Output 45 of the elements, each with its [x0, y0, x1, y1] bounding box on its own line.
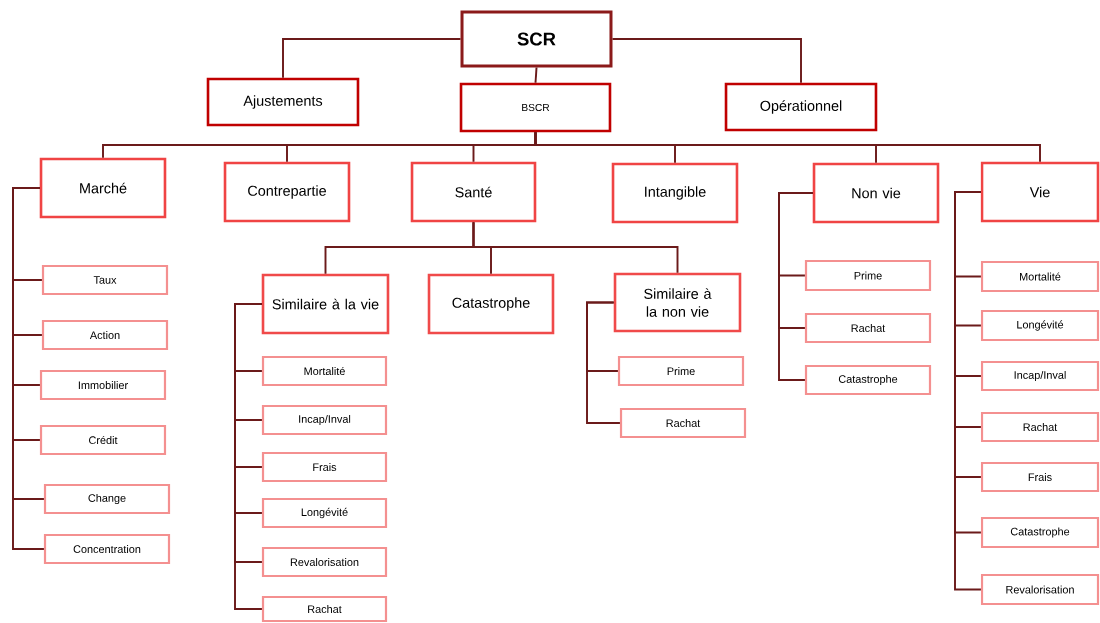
sub-module-box: Frais [261, 451, 388, 483]
connector [778, 192, 814, 381]
sub-module-box: Change [43, 483, 171, 515]
sub-module-box: Mortalité [261, 355, 388, 387]
risk-module-box: Intangible [611, 162, 739, 224]
sub-module-box: Prime [617, 355, 745, 387]
module-box: Opérationnel [724, 82, 878, 132]
connector [282, 38, 462, 79]
sub-module-box: Longévité [261, 497, 388, 529]
sub-module-box: Catastrophe [804, 364, 932, 396]
sub-module-box: Taux [41, 264, 169, 296]
sub-module-box: Crédit [39, 424, 167, 456]
module-box: BSCR [459, 82, 612, 133]
risk-module-box: Santé [410, 161, 537, 223]
risk-module-box: Vie [980, 161, 1100, 223]
root-box: SCR [460, 10, 613, 68]
risk-module-box: Catastrophe [427, 273, 555, 335]
risk-module-box: Similaire à la non vie [613, 272, 742, 333]
risk-module-box: Marché [39, 157, 167, 219]
sub-module-box: Longévité [980, 309, 1100, 342]
sub-module-box: Concentration [43, 533, 171, 565]
sub-module-box: Action [41, 319, 169, 351]
sub-module-box: Rachat [619, 407, 747, 439]
sub-module-box: Mortalité [980, 260, 1100, 293]
risk-module-box: Non vie [812, 162, 940, 224]
connector [534, 131, 1041, 163]
sub-module-box: Catastrophe [980, 516, 1100, 549]
sub-module-box: Rachat [980, 411, 1100, 443]
sub-module-box: Incap/Inval [980, 360, 1100, 392]
risk-module-box: Similaire à la vie [261, 273, 390, 335]
sub-module-box: Frais [980, 461, 1100, 493]
connector [234, 303, 263, 610]
sub-module-box: Immobilier [39, 369, 167, 401]
connector [472, 221, 679, 274]
sub-module-box: Rachat [804, 312, 932, 344]
sub-module-box: Revalorisation [261, 546, 388, 578]
sub-module-box: Incap/Inval [261, 404, 388, 436]
sub-module-box: Rachat [261, 595, 388, 623]
sub-module-box: Prime [804, 259, 932, 292]
module-box: Ajustements [206, 77, 360, 127]
connector [611, 38, 802, 84]
connector [534, 66, 538, 84]
sub-module-box: Revalorisation [980, 573, 1100, 606]
risk-module-box: Contrepartie [223, 161, 351, 223]
connector [586, 301, 621, 424]
